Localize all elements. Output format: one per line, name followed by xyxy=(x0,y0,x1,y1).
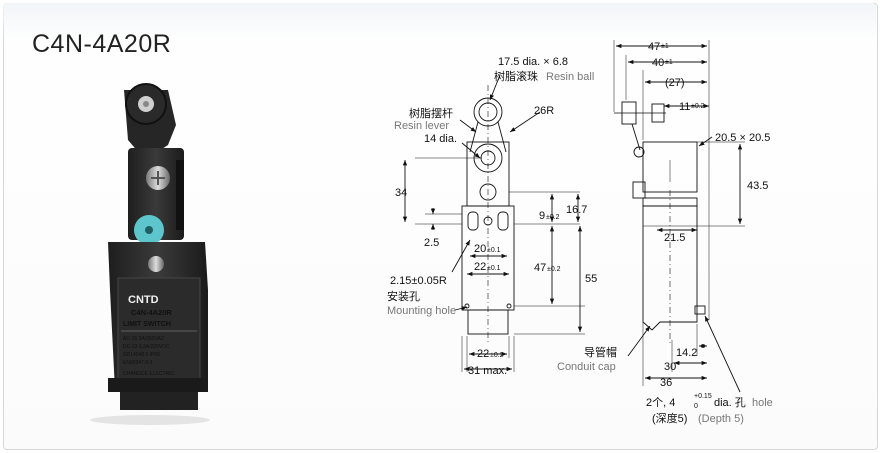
label-side-11: 11 xyxy=(679,101,690,113)
label-hole-en: hole xyxy=(752,397,773,409)
product-rating-ac: AC-15 3A/250VAC xyxy=(123,336,165,342)
dia14-leader xyxy=(461,142,481,159)
label-side-36: 36 xyxy=(660,377,672,389)
label-d47: 47 xyxy=(534,262,546,274)
label-conduit-cn: 导管帽 xyxy=(584,345,617,359)
header-fade xyxy=(3,3,876,43)
roller-axle xyxy=(143,101,149,107)
label-side-43-5: 43.5 xyxy=(747,180,768,192)
r215-leader xyxy=(451,239,471,273)
side-lever-arm xyxy=(631,123,641,151)
mount-slot-left xyxy=(467,211,479,231)
product-brand: CNTD xyxy=(128,294,159,306)
label-side-40: 40 xyxy=(652,57,664,69)
label-dia14: 14 dia. xyxy=(424,133,457,145)
head-circle xyxy=(479,183,497,201)
label-hole-a: 2个, 4 xyxy=(646,396,675,409)
label-d9-tol: ±0.2 xyxy=(546,214,560,221)
label-side-40-tol: ±1 xyxy=(665,59,673,66)
product-standard1: GB14048.5 IP66 xyxy=(123,352,160,358)
label-d22b: 22 xyxy=(477,348,489,360)
label-d9: 9 xyxy=(539,210,545,222)
side-view xyxy=(613,40,745,393)
product-type: LIMIT SWITCH xyxy=(123,321,171,328)
label-d2-5: 2.5 xyxy=(424,237,439,249)
hole-leader xyxy=(704,315,741,393)
mount-slot-right xyxy=(497,211,509,231)
side-labels: 47 ±1 40 ±1 (27) 11 ±0.2 20.5 × 20.5 43.… xyxy=(557,41,773,425)
label-resin-ball-cn: 树脂滚珠 xyxy=(494,69,538,83)
mount-hole-left xyxy=(464,303,470,309)
photo-shadow xyxy=(90,415,210,425)
label-side-47-tol: ±1 xyxy=(661,43,669,50)
label-d20-tol: ±0.1 xyxy=(487,247,501,254)
side-hole xyxy=(694,305,706,315)
label-d47-tol: ±0.2 xyxy=(547,266,561,273)
label-side-14-2: 14.2 xyxy=(676,347,697,359)
conduit-leader xyxy=(627,325,651,357)
ball-leader xyxy=(489,74,501,101)
label-hole-b: dia. 孔 xyxy=(714,396,746,409)
side-cap xyxy=(632,181,646,199)
product-photo: CNTD C4N-4A20R LIMIT SWITCH AC-15 3A/250… xyxy=(90,83,210,425)
lever-leader xyxy=(459,119,477,133)
conduit xyxy=(120,392,198,410)
product-model: C4N-4A20R xyxy=(131,308,172,317)
side-lever-pivot xyxy=(633,146,645,158)
label-resin-lever-en: Resin lever xyxy=(394,120,449,132)
leader-20-5 xyxy=(698,136,713,147)
label-hole-sub: 0 xyxy=(694,403,698,410)
side-lever-clamp xyxy=(651,103,665,123)
label-d34: 34 xyxy=(395,187,407,199)
label-d16-7: 16.7 xyxy=(566,204,587,216)
label-d22b-tol: ±0.2 xyxy=(490,352,504,359)
label-d31: 31 max. xyxy=(468,365,507,377)
front-labels: 17.5 dia. × 6.8 树脂滚珠 Resin ball 树脂摆杆 Res… xyxy=(387,56,597,377)
label-mount-en: Mounting hole xyxy=(387,305,456,317)
product-standard2: EN60947-5-1 xyxy=(123,360,153,366)
label-side-20-5: 20.5 × 20.5 xyxy=(715,132,770,144)
teal-cap-center xyxy=(145,226,153,234)
label-hole-sup: +0.15 xyxy=(694,393,712,400)
body-screw xyxy=(148,256,164,272)
mount-hole-right xyxy=(506,303,512,309)
label-resin-ball-en: Resin ball xyxy=(546,71,594,83)
screw-slot xyxy=(151,171,165,185)
label-resin-lever-cn: 树脂摆杆 xyxy=(409,106,453,120)
lever-outline xyxy=(469,121,507,153)
label-side-30: 30 xyxy=(664,361,676,373)
product-rating-dc: DC-13 0.3A/220VDC xyxy=(123,344,170,350)
label-side-47: 47 xyxy=(648,41,660,53)
label-side-11-tol: ±0.2 xyxy=(691,103,705,110)
label-r26: 26R xyxy=(534,105,554,117)
label-conduit-en: Conduit cap xyxy=(557,361,616,373)
head-side xyxy=(176,160,184,230)
label-depth-en: (Depth 5) xyxy=(698,413,744,425)
mount-leader xyxy=(454,306,468,311)
r26-leader xyxy=(509,111,541,133)
label-depth-cn: (深度5) xyxy=(652,411,687,425)
label-ball-dia: 17.5 dia. × 6.8 xyxy=(498,56,568,68)
label-side-21-5: 21.5 xyxy=(664,232,685,244)
body-base xyxy=(108,378,208,392)
label-d22a-tol: ±0.1 xyxy=(487,265,501,272)
front-view xyxy=(402,74,585,372)
page-title: C4N-4A20R xyxy=(32,30,172,58)
label-side-27: (27) xyxy=(665,77,685,89)
label-d20: 20 xyxy=(474,243,486,255)
label-r215: 2.15±0.05R xyxy=(390,275,447,287)
label-d55: 55 xyxy=(585,273,597,285)
product-maker: CHANGDE ELECTRIC xyxy=(123,371,175,377)
label-d22a: 22 xyxy=(474,261,486,273)
label-mount-cn: 安装孔 xyxy=(387,289,420,303)
